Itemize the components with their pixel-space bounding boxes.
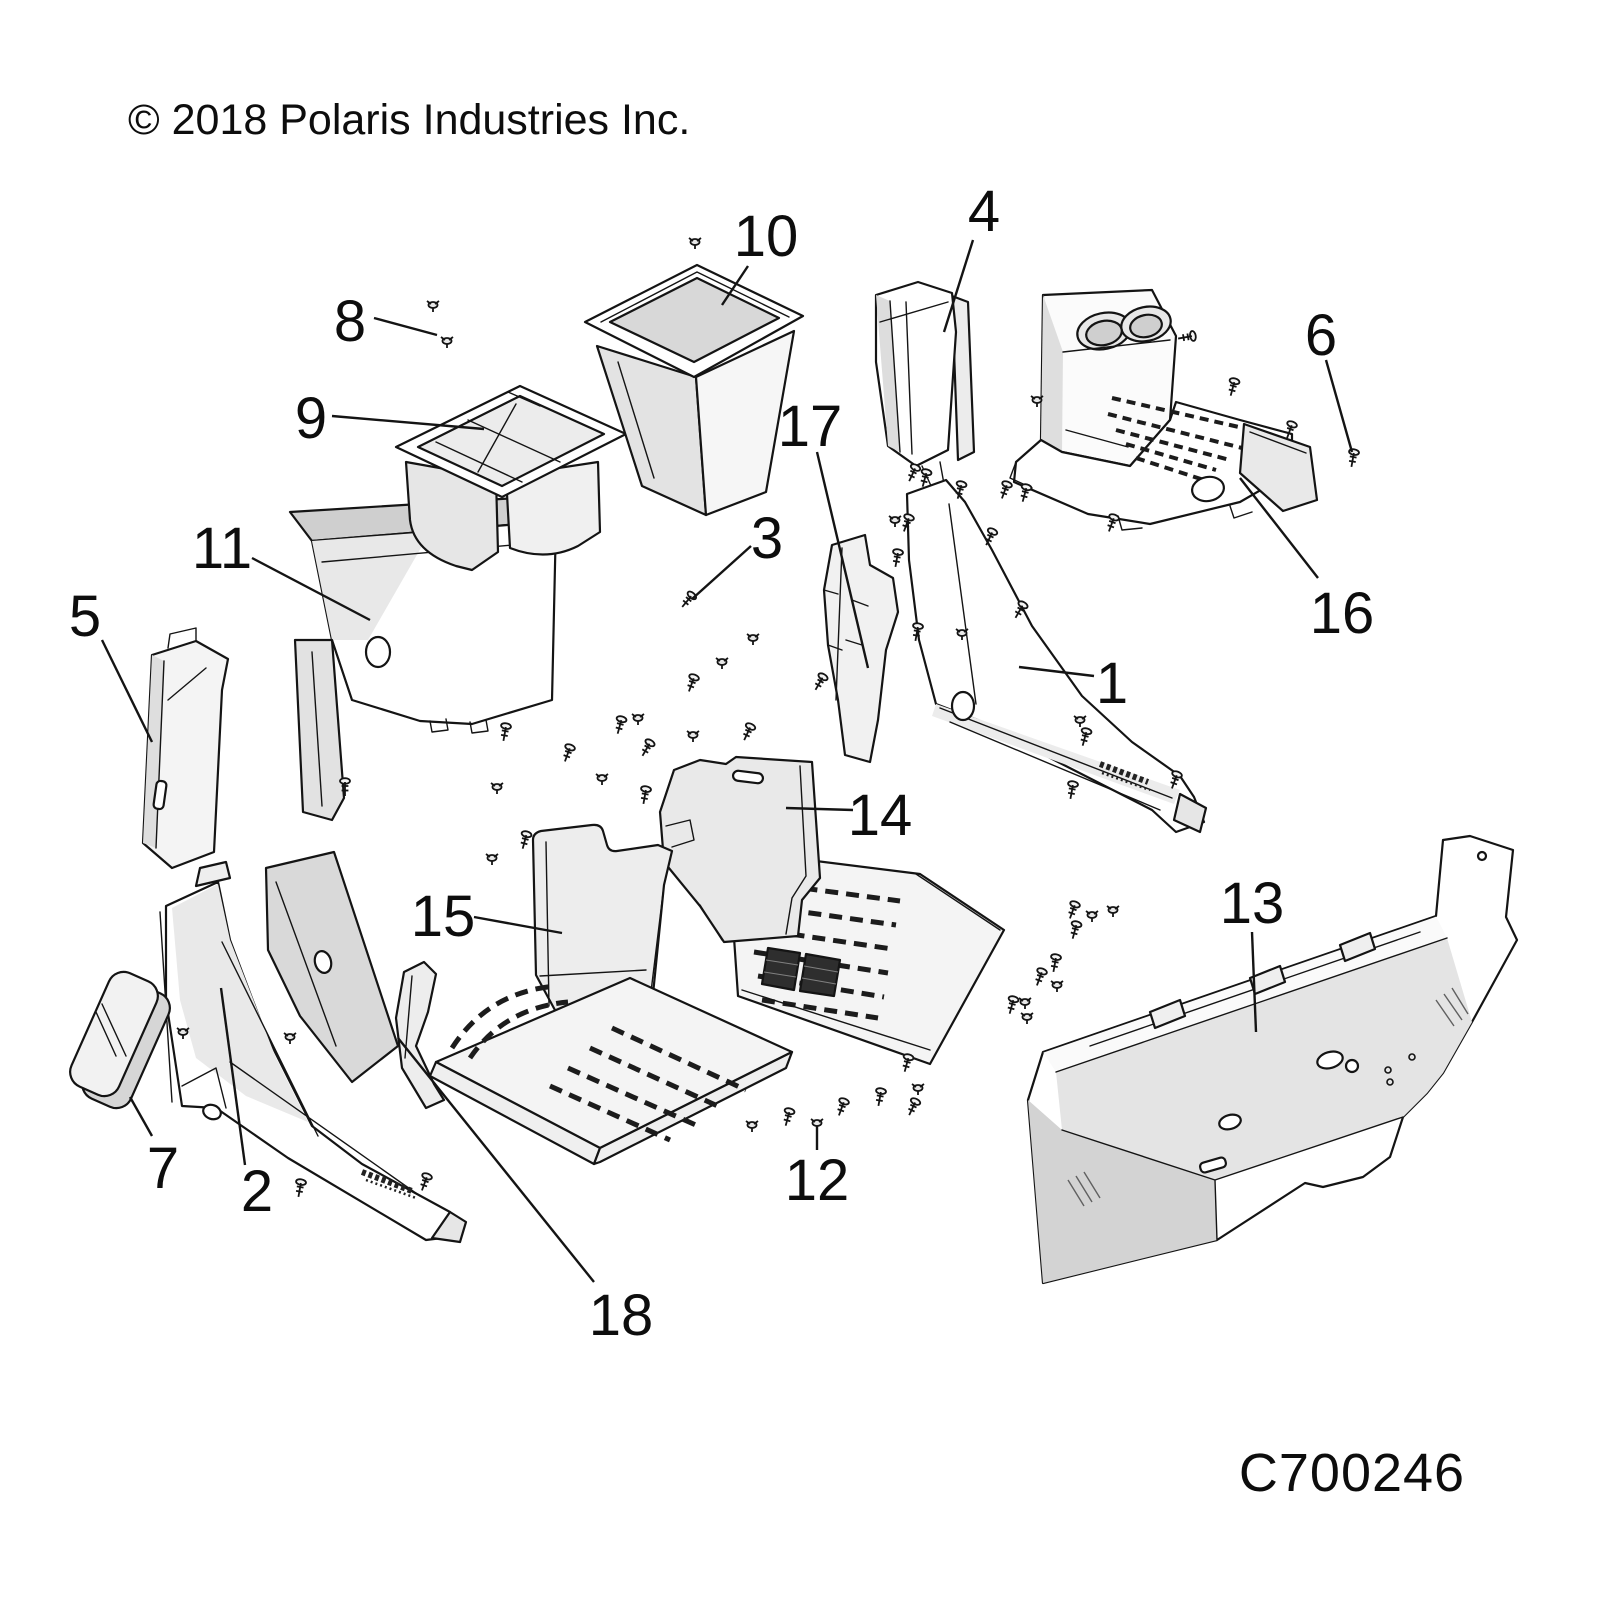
leader-line-15 (473, 915, 563, 935)
leader-line-10 (721, 265, 749, 306)
part-4-rear-pillar-panel (874, 280, 976, 489)
drawing-code: C700246 (1238, 1443, 1466, 1503)
leader-line-1 (1018, 665, 1095, 678)
part-7-trim-pad (69, 970, 171, 1110)
leader-line-8 (373, 316, 438, 337)
leader-line-3 (691, 545, 752, 600)
part-10-storage-bin (583, 263, 805, 517)
callout-12: 12 (784, 1148, 850, 1213)
callout-3: 3 (750, 506, 784, 571)
part-16-console-cupholder (1009, 288, 1319, 531)
callout-leader-lines (100, 239, 1354, 1283)
callout-14: 14 (847, 783, 913, 848)
callout-9: 9 (294, 386, 328, 451)
callout-16: 16 (1309, 581, 1375, 646)
copyright-notice: © 2018 Polaris Industries Inc. (128, 96, 691, 144)
leader-line-11 (251, 556, 371, 622)
leader-line-14 (785, 806, 854, 812)
leader-line-7 (128, 1096, 154, 1137)
callout-2: 2 (240, 1159, 274, 1224)
part-15-floor-left (428, 823, 794, 1166)
part-9-storage-tray (394, 384, 628, 572)
callout-18: 18 (588, 1283, 654, 1348)
callout-17: 17 (777, 394, 843, 459)
callout-13: 13 (1219, 871, 1285, 936)
part-17-support-bracket (822, 533, 900, 764)
leader-line-13 (1250, 931, 1258, 1033)
leader-line-18 (397, 1037, 595, 1283)
leader-line-2 (219, 987, 247, 1166)
callout-1: 1 (1095, 651, 1129, 716)
callout-15: 15 (410, 884, 476, 949)
leader-line-5 (100, 639, 154, 743)
leader-line-16 (1239, 477, 1319, 579)
callout-7: 7 (146, 1136, 180, 1201)
part-11-closeoff-panel (288, 495, 558, 822)
part-5-pillar-trim (141, 627, 230, 870)
part-1-rocker-panel-right (905, 478, 1208, 834)
callout-10: 10 (733, 204, 799, 269)
part-2-rocker-panel-left (159, 850, 468, 1244)
part-14-floor-right (658, 755, 1006, 1066)
callout-4: 4 (967, 179, 1001, 244)
callout-11: 11 (191, 516, 253, 581)
leader-line-9 (331, 414, 485, 431)
leader-line-4 (942, 239, 975, 333)
part-13-rear-closeoff-panel (1026, 834, 1519, 1285)
callout-8: 8 (333, 289, 367, 354)
callout-5: 5 (68, 584, 102, 649)
leader-line-6 (1324, 359, 1354, 453)
leader-line-17 (815, 451, 870, 669)
callout-6: 6 (1304, 303, 1338, 368)
